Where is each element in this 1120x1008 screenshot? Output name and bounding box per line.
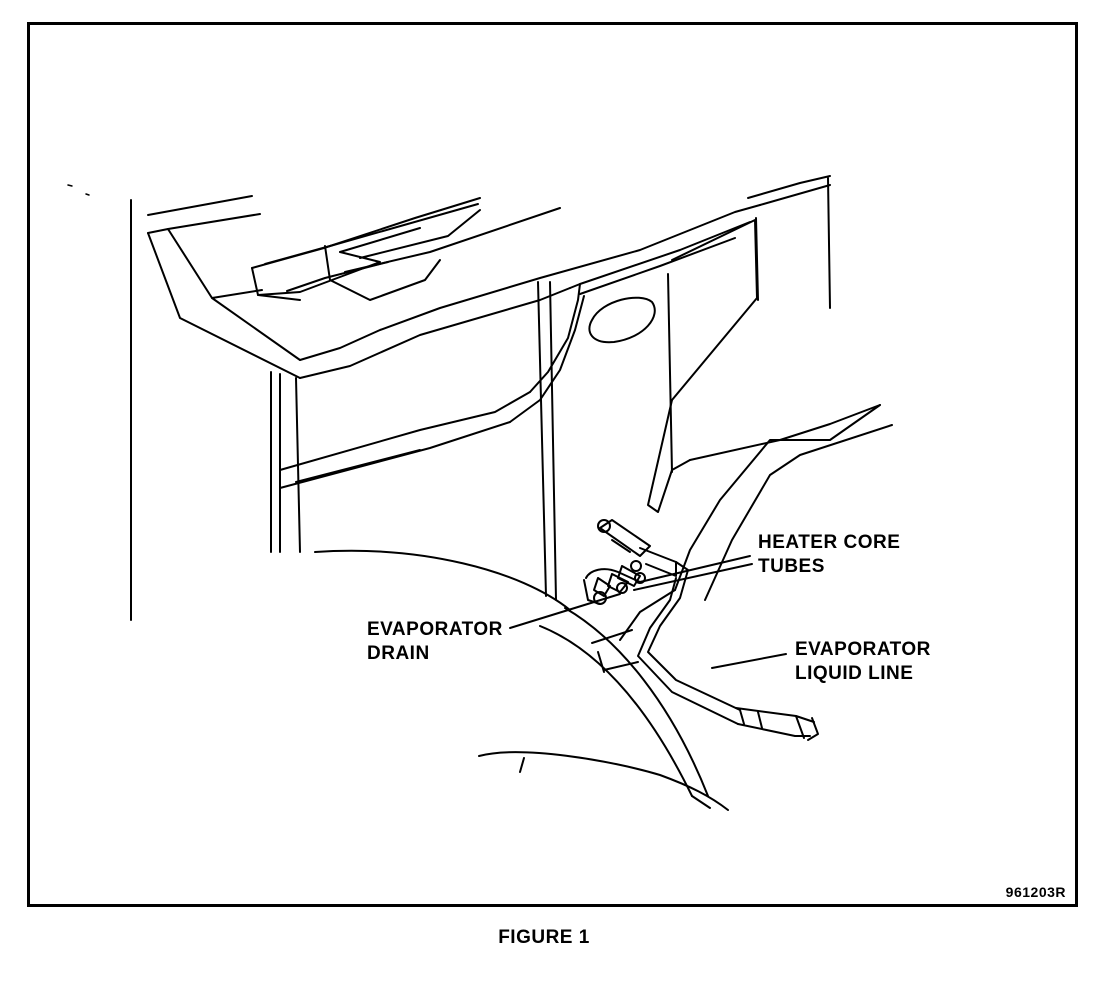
callout-line: LIQUID LINE (795, 663, 914, 684)
callout-line: DRAIN (367, 643, 430, 664)
fender-arch (314, 549, 729, 811)
callout-line: EVAPORATOR (367, 619, 503, 640)
leader-heater-core-tubes (633, 563, 753, 591)
figure-code: 961203R (1005, 884, 1066, 900)
callout-line: HEATER CORE (758, 532, 901, 553)
figure-border (27, 22, 1078, 907)
leader-heater-core-tubes-2 (639, 555, 751, 583)
callout-line: EVAPORATOR (795, 639, 931, 660)
callout-evaporator-liquid-line: EVAPORATOR LIQUID LINE (795, 638, 931, 686)
heater-core-tubes (583, 519, 677, 605)
body-edge (67, 184, 132, 621)
cowl-panel (147, 175, 831, 379)
callout-line: TUBES (758, 556, 825, 577)
wheelhouse (619, 404, 893, 641)
leader-evaporator-liquid-line (711, 653, 787, 669)
figure-caption: FIGURE 1 (498, 927, 590, 948)
leader-evaporator-drain (509, 593, 621, 629)
firewall-panel (270, 177, 881, 601)
callout-evaporator-drain: EVAPORATOR DRAIN (367, 618, 503, 666)
callout-leaders (509, 555, 787, 669)
callout-heater-core-tubes: HEATER CORE TUBES (758, 531, 900, 579)
evaporator-liquid-line-pipe (637, 561, 819, 741)
